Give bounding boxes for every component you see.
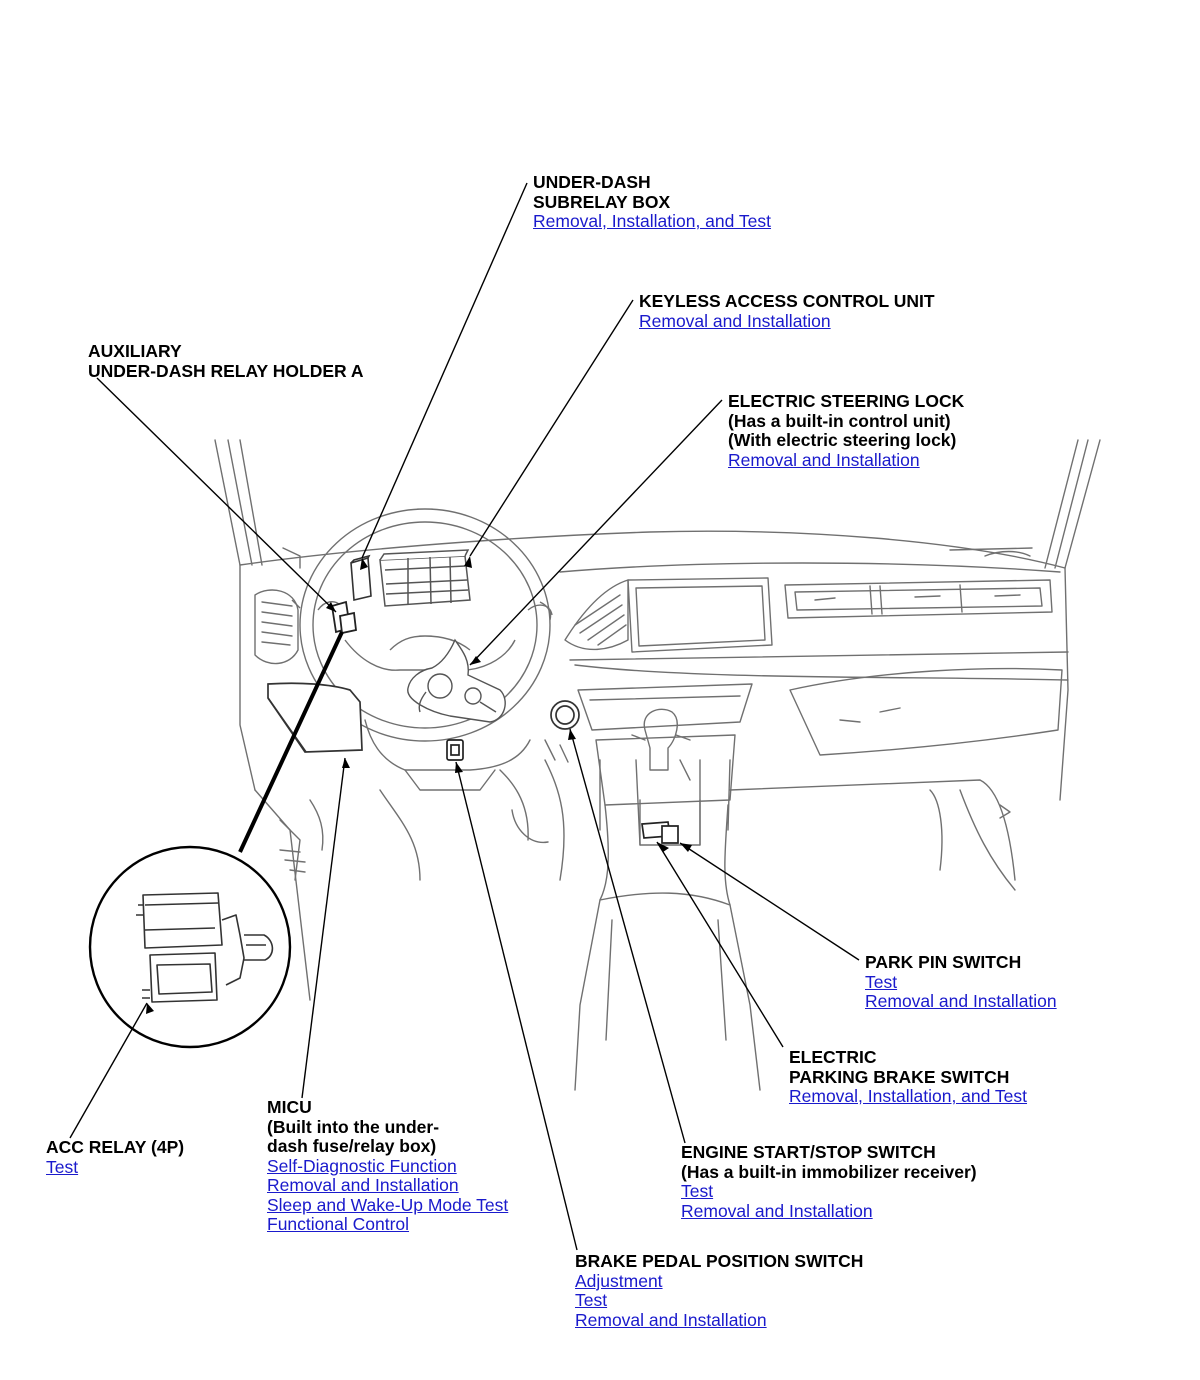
- callout-title: PARKING BRAKE SWITCH: [789, 1066, 1010, 1087]
- link-brake-pedal-adjustment[interactable]: Adjustment: [575, 1270, 663, 1291]
- leader-arrowheads: [146, 556, 692, 1014]
- callout-parking-brake: ELECTRIC PARKING BRAKE SWITCH Removal, I…: [789, 1047, 1028, 1107]
- callout-steering-lock: ELECTRIC STEERING LOCK (Has a built-in c…: [728, 391, 965, 470]
- callout-acc-relay: ACC RELAY (4P) Test: [46, 1137, 185, 1177]
- engine-start-button-drawing: [550, 700, 580, 730]
- callout-title: ELECTRIC STEERING LOCK: [728, 391, 965, 411]
- subrelay-box-drawing: [350, 554, 372, 601]
- callout-title: KEYLESS ACCESS CONTROL UNIT: [639, 291, 935, 311]
- link-brake-pedal-test[interactable]: Test: [575, 1290, 608, 1310]
- callout-title: (With electric steering lock): [728, 430, 957, 450]
- callout-title: UNDER-DASH RELAY HOLDER A: [88, 360, 364, 381]
- callout-aux-relay: AUXILIARY UNDER-DASH RELAY HOLDER A: [88, 341, 364, 381]
- callout-keyless: KEYLESS ACCESS CONTROL UNIT Removal and …: [639, 291, 935, 331]
- callout-title: (Built into the under-: [267, 1116, 440, 1137]
- callout-title: UNDER-DASH: [533, 172, 651, 192]
- callout-title: BRAKE PEDAL POSITION SWITCH: [575, 1251, 864, 1271]
- detail-connector-line: [238, 631, 344, 853]
- callout-title: PARK PIN SWITCH: [865, 952, 1022, 972]
- dashboard-outline-drawing: [214, 439, 1101, 1091]
- steering-lock-drawing: [407, 638, 506, 723]
- callout-brake-pedal: BRAKE PEDAL POSITION SWITCH Adjustment T…: [575, 1251, 864, 1330]
- callout-park-pin: PARK PIN SWITCH Test Removal and Install…: [865, 952, 1057, 1012]
- leader-lines: [69, 182, 860, 1251]
- link-keyless-removal-install[interactable]: Removal and Installation: [639, 310, 831, 331]
- link-park-pin-test[interactable]: Test: [865, 971, 898, 992]
- acc-relay-detail-circle: [88, 845, 292, 1049]
- link-subrelay-removal-install-test[interactable]: Removal, Installation, and Test: [533, 211, 772, 231]
- link-micu-sleep-wake-test[interactable]: Sleep and Wake-Up Mode Test: [267, 1194, 509, 1215]
- callout-title: ENGINE START/STOP SWITCH: [681, 1142, 936, 1162]
- callout-title: dash fuse/relay box): [267, 1136, 437, 1156]
- link-micu-removal-install[interactable]: Removal and Installation: [267, 1175, 459, 1195]
- callout-title: MICU: [267, 1097, 312, 1117]
- aux-relay-holder-drawing: [330, 600, 357, 635]
- link-micu-self-diagnostic[interactable]: Self-Diagnostic Function: [267, 1155, 457, 1176]
- callout-title: ACC RELAY (4P): [46, 1137, 185, 1157]
- brake-switch-drawing: [446, 739, 464, 761]
- keyless-access-unit-drawing: [379, 549, 471, 607]
- link-micu-functional-control[interactable]: Functional Control: [267, 1214, 410, 1234]
- link-engine-start-test[interactable]: Test: [681, 1181, 714, 1201]
- callout-title: ELECTRIC: [789, 1047, 877, 1067]
- link-park-pin-removal-install[interactable]: Removal and Installation: [865, 991, 1057, 1011]
- callout-subrelay: UNDER-DASH SUBRELAY BOX Removal, Install…: [533, 172, 772, 232]
- callout-micu: MICU (Built into the under- dash fuse/re…: [267, 1097, 509, 1235]
- link-parking-brake-removal-install-test[interactable]: Removal, Installation, and Test: [789, 1086, 1028, 1106]
- link-engine-start-removal-install[interactable]: Removal and Installation: [681, 1200, 873, 1221]
- callout-title: SUBRELAY BOX: [533, 191, 671, 212]
- link-steering-lock-removal-install[interactable]: Removal and Installation: [728, 449, 920, 470]
- micu-fusebox-drawing: [267, 682, 363, 753]
- link-brake-pedal-removal-install[interactable]: Removal and Installation: [575, 1309, 767, 1330]
- link-acc-relay-test[interactable]: Test: [46, 1156, 79, 1177]
- callout-title: AUXILIARY: [88, 341, 182, 361]
- callout-engine-start: ENGINE START/STOP SWITCH (Has a built-in…: [681, 1142, 977, 1221]
- park-pin-switch-drawing: [641, 821, 679, 844]
- callout-title: (Has a built-in immobilizer receiver): [681, 1161, 977, 1182]
- callout-title: (Has a built-in control unit): [728, 410, 951, 431]
